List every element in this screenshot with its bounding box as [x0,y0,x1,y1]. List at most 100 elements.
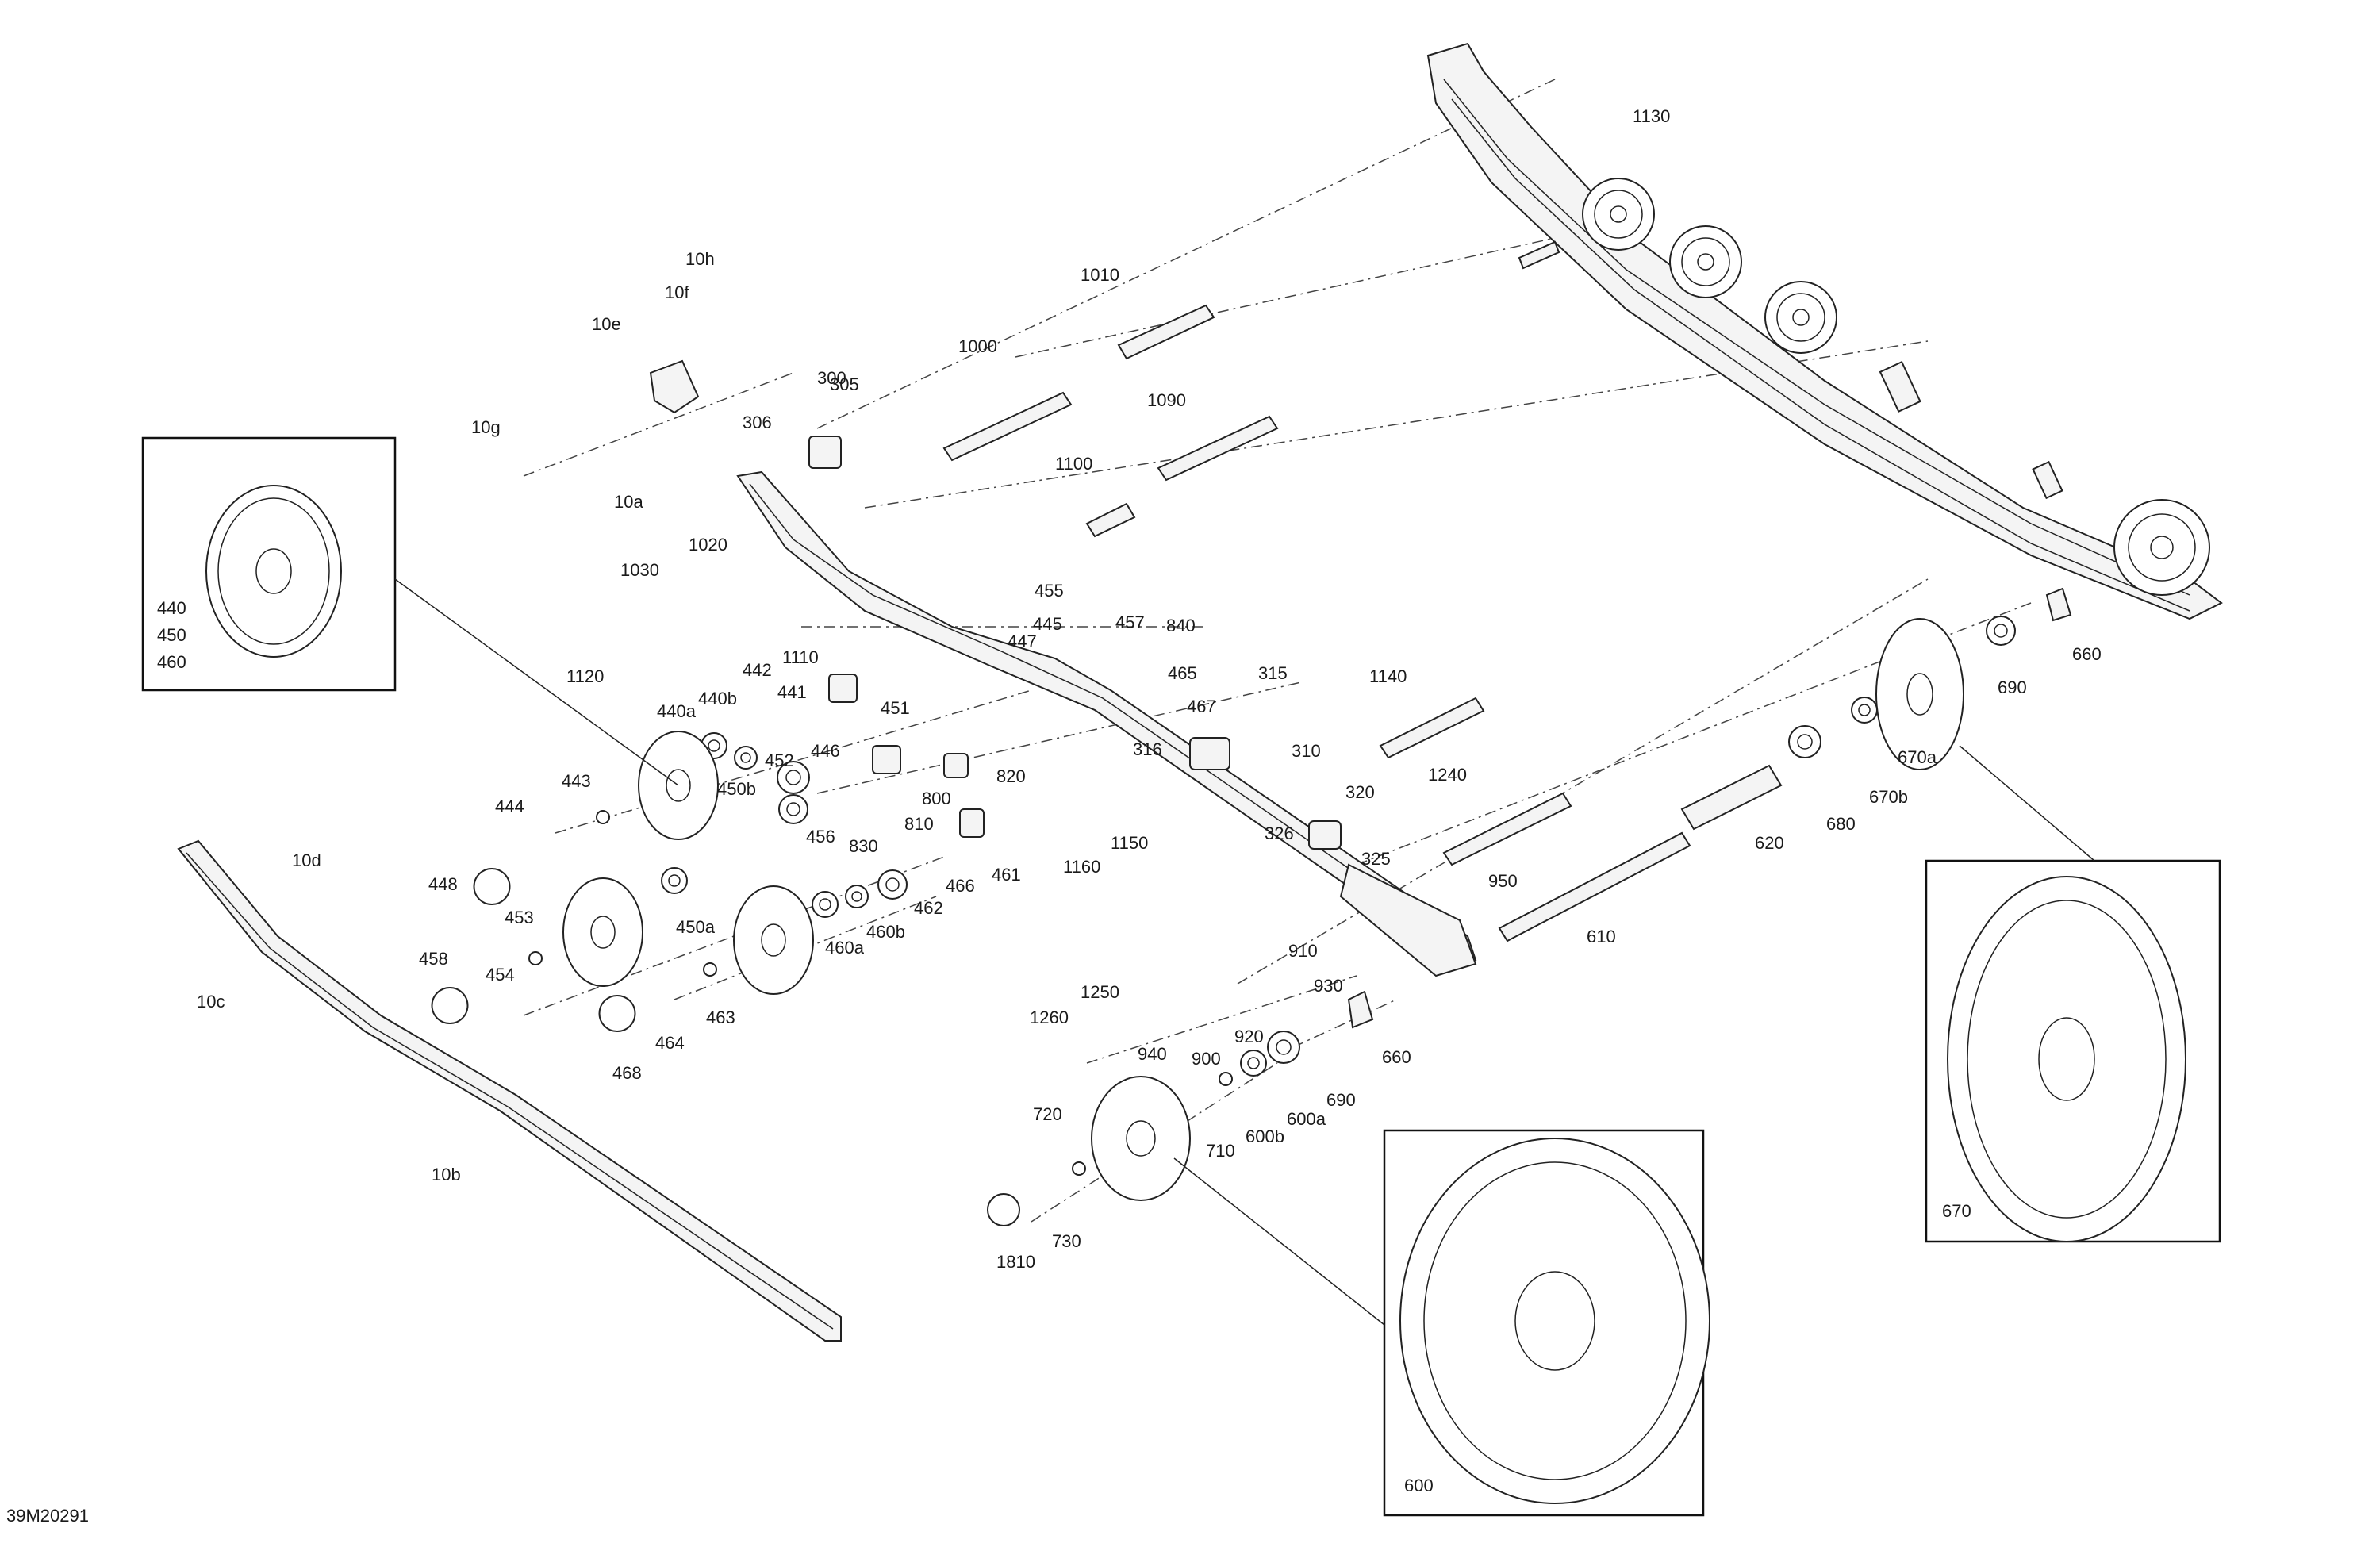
callout-452: 452 [765,750,794,770]
callout-910: 910 [1288,941,1318,961]
callout-labels: 1130 1010 1000 1090 1100 10h 10f 10e 10g… [6,106,2102,1526]
cap-660b [1347,990,1374,1029]
shaft-1090 [1157,415,1279,482]
callout-680: 680 [1826,814,1856,834]
callout-454: 454 [486,965,515,985]
callout-456: 456 [806,827,835,846]
callout-464: 464 [655,1033,685,1053]
rear-bracket-plate [1339,863,1477,977]
callout-466: 466 [946,876,975,896]
callout-1000: 1000 [958,336,997,356]
callout-441: 441 [777,682,807,702]
bumper-300 [808,436,842,469]
callout-10d: 10d [292,850,321,870]
callout-1250: 1250 [1081,982,1119,1002]
callout-463: 463 [706,1008,735,1027]
block-461 [959,808,985,838]
callout-1010: 1010 [1081,265,1119,285]
left-rail-10a [736,470,1477,977]
callout-840: 840 [1166,616,1196,635]
drawing-code: 39M20291 [6,1506,89,1526]
right-rail-assembly [1426,42,2223,620]
callout-306: 306 [743,413,772,432]
callout-453: 453 [505,908,534,927]
cap-660 [2045,587,2072,622]
shaft-1010 [1117,304,1215,360]
callout-1120: 1120 [566,666,604,686]
hardware [431,359,2072,1227]
spacer-1100 [1085,502,1136,538]
callout-820: 820 [996,766,1026,786]
callout-660: 660 [2072,644,2102,664]
callout-730: 730 [1052,1231,1081,1251]
callout-310: 310 [1292,741,1321,761]
slider-10b [177,839,842,1342]
detail-view-600 [1383,1129,1710,1517]
stopper-310 [1189,737,1230,770]
callout-1090: 1090 [1147,390,1186,410]
callout-467: 467 [1187,697,1216,716]
callout-460b: 460b [866,922,905,942]
detail-440-label-1: 440 [157,598,186,618]
callout-670a: 670a [1898,747,1937,767]
callout-445: 445 [1033,614,1062,634]
cap-468 [598,994,636,1033]
callout-448: 448 [428,874,458,894]
callout-720: 720 [1033,1104,1062,1124]
callout-930: 930 [1314,976,1343,996]
callout-830: 830 [849,836,878,856]
callout-810: 810 [904,814,934,834]
callout-1130: 1130 [1633,106,1670,126]
detail-view-670 [1925,859,2221,1243]
shaft-610 [1498,831,1691,942]
callout-900: 900 [1192,1049,1221,1069]
callout-1110: 1110 [782,647,819,667]
callout-710: 710 [1206,1141,1235,1161]
callout-670b: 670b [1869,787,1908,807]
callout-1160: 1160 [1063,857,1100,877]
callout-1150: 1150 [1111,833,1148,853]
callout-1100: 1100 [1055,454,1092,474]
callout-610: 610 [1587,927,1616,946]
callout-1810: 1810 [996,1252,1035,1272]
callout-468: 468 [612,1063,642,1083]
callout-1020: 1020 [689,535,727,555]
shaft-1000 [942,391,1073,462]
cap-458 [431,986,469,1025]
callout-1260: 1260 [1030,1008,1069,1027]
detail-670-label: 670 [1942,1201,1971,1221]
spacer-620 [1680,764,1783,831]
callout-442: 442 [743,660,772,680]
callout-440b: 440b [698,689,737,708]
callout-10e: 10e [592,314,621,334]
callout-440a: 440a [657,701,697,721]
callout-462: 462 [914,898,943,918]
detail-440-label-3: 460 [157,652,186,672]
callout-460a: 460a [825,938,865,958]
detail-leaders [394,578,2095,1326]
callout-300: 300 [817,368,846,388]
callout-1140: 1140 [1369,666,1407,686]
callout-455: 455 [1035,581,1064,601]
cap-448 [473,867,511,906]
callout-461: 461 [992,865,1021,885]
wheels-main [562,618,1964,1201]
callout-447: 447 [1008,631,1037,651]
callout-620: 620 [1755,833,1784,853]
callout-10g: 10g [471,417,501,437]
callout-600b: 600b [1246,1127,1284,1146]
block-441 [828,674,858,703]
callout-326: 326 [1265,823,1294,843]
callout-457: 457 [1115,612,1145,632]
shafts [942,240,1783,942]
callout-10c: 10c [197,992,225,1012]
callout-465: 465 [1168,663,1197,683]
callout-450a: 450a [676,917,716,937]
block-820 [943,753,969,778]
callout-320: 320 [1345,782,1375,802]
block-451 [872,745,901,774]
callout-316: 316 [1133,739,1162,759]
callout-1240: 1240 [1428,765,1467,785]
